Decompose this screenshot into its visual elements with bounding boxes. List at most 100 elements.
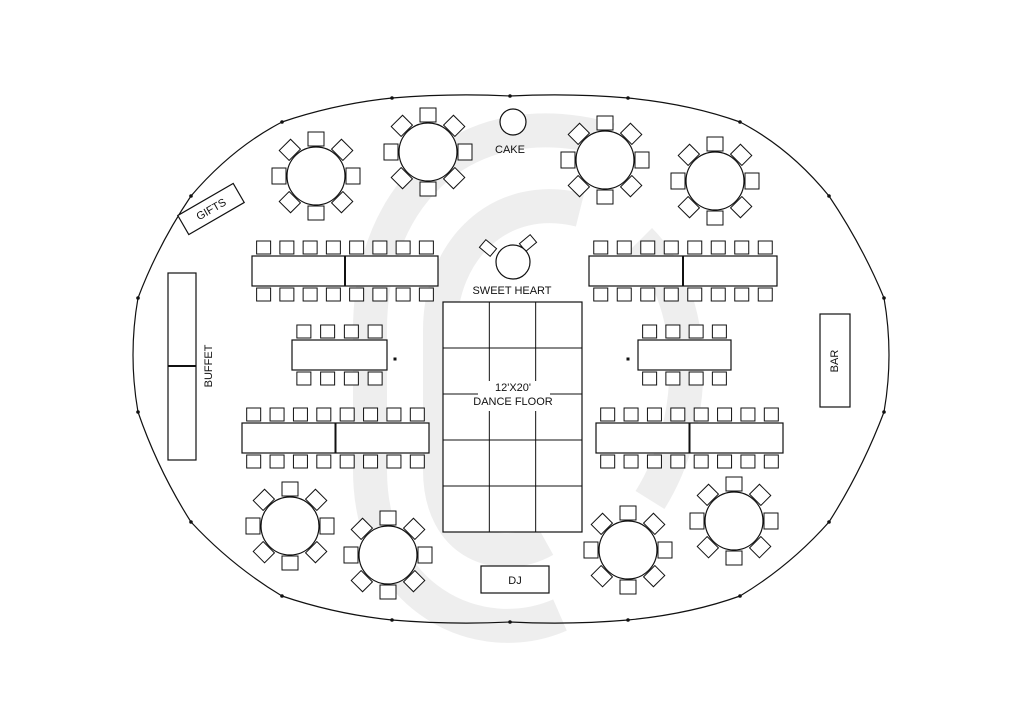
chair [590, 564, 614, 588]
tent-pole [508, 620, 512, 624]
chair [246, 407, 262, 422]
chair [372, 287, 388, 302]
chair [418, 240, 434, 255]
chair [271, 167, 287, 185]
chair [688, 324, 704, 339]
chair [710, 287, 726, 302]
round-table [689, 476, 779, 566]
chair [252, 540, 276, 564]
chair [252, 488, 276, 512]
tent-pole [882, 410, 886, 414]
chair [740, 454, 756, 469]
chair [372, 240, 388, 255]
chair [325, 240, 341, 255]
round-table [271, 131, 361, 221]
buffet-table: BUFFET [167, 272, 215, 461]
chair [307, 131, 325, 147]
chair [409, 454, 425, 469]
round-table [670, 136, 760, 226]
chair [687, 240, 703, 255]
chair [590, 512, 614, 536]
chair [744, 172, 760, 190]
banquet-table [588, 240, 778, 302]
cake-table: CAKE [495, 108, 527, 156]
chair [330, 190, 354, 214]
chair [757, 287, 773, 302]
chair [304, 540, 328, 564]
chair [596, 189, 614, 205]
chair [646, 454, 662, 469]
chair [642, 324, 658, 339]
chair [665, 371, 681, 386]
chair [725, 550, 743, 566]
sweet-heart-label: SWEET HEART [472, 285, 551, 297]
chair [677, 195, 701, 219]
chair [246, 454, 262, 469]
chair [646, 407, 662, 422]
tent-pole [508, 94, 512, 98]
chair [379, 584, 397, 600]
chair [402, 517, 426, 541]
chair [302, 287, 318, 302]
chair [623, 407, 639, 422]
chair [763, 454, 779, 469]
chair [278, 190, 302, 214]
chair [734, 240, 750, 255]
chair [402, 569, 426, 593]
chair [729, 143, 753, 167]
chair [281, 481, 299, 497]
banquet-table [637, 324, 732, 386]
chair [593, 240, 609, 255]
dj-booth: DJ [480, 565, 550, 594]
chair [292, 454, 308, 469]
round-tabletop [704, 491, 764, 551]
chair [729, 195, 753, 219]
round-tabletop [575, 130, 635, 190]
tent-pole [189, 520, 193, 524]
chair [367, 324, 383, 339]
round-tabletop [286, 146, 346, 206]
chair [379, 510, 397, 526]
tent-pole [136, 410, 140, 414]
chair [296, 324, 312, 339]
chair [281, 555, 299, 571]
chair [245, 517, 261, 535]
chair [670, 407, 686, 422]
chair [657, 541, 673, 559]
dj-label: DJ [508, 575, 521, 587]
round-table [383, 107, 473, 197]
chair [734, 287, 750, 302]
chair [710, 240, 726, 255]
chair [670, 172, 686, 190]
chair [350, 517, 374, 541]
banquet-table [251, 240, 439, 302]
chair [307, 205, 325, 221]
round-table [560, 115, 650, 205]
chair [418, 287, 434, 302]
chair [419, 107, 437, 123]
chair [363, 454, 379, 469]
chair [256, 287, 272, 302]
chair [457, 143, 473, 161]
chair [689, 512, 705, 530]
tent-pole [390, 96, 394, 100]
chair [343, 371, 359, 386]
chair [642, 371, 658, 386]
chair [619, 122, 643, 146]
bar-label: BAR [829, 350, 841, 373]
chair [304, 488, 328, 512]
chair [363, 407, 379, 422]
chair [567, 174, 591, 198]
chair [296, 371, 312, 386]
chair [600, 407, 616, 422]
cake-label: CAKE [495, 144, 525, 156]
chair [349, 240, 365, 255]
chair [711, 371, 727, 386]
chair [634, 151, 650, 169]
chair [717, 454, 733, 469]
chair [383, 143, 399, 161]
chair [593, 287, 609, 302]
chair [330, 138, 354, 162]
